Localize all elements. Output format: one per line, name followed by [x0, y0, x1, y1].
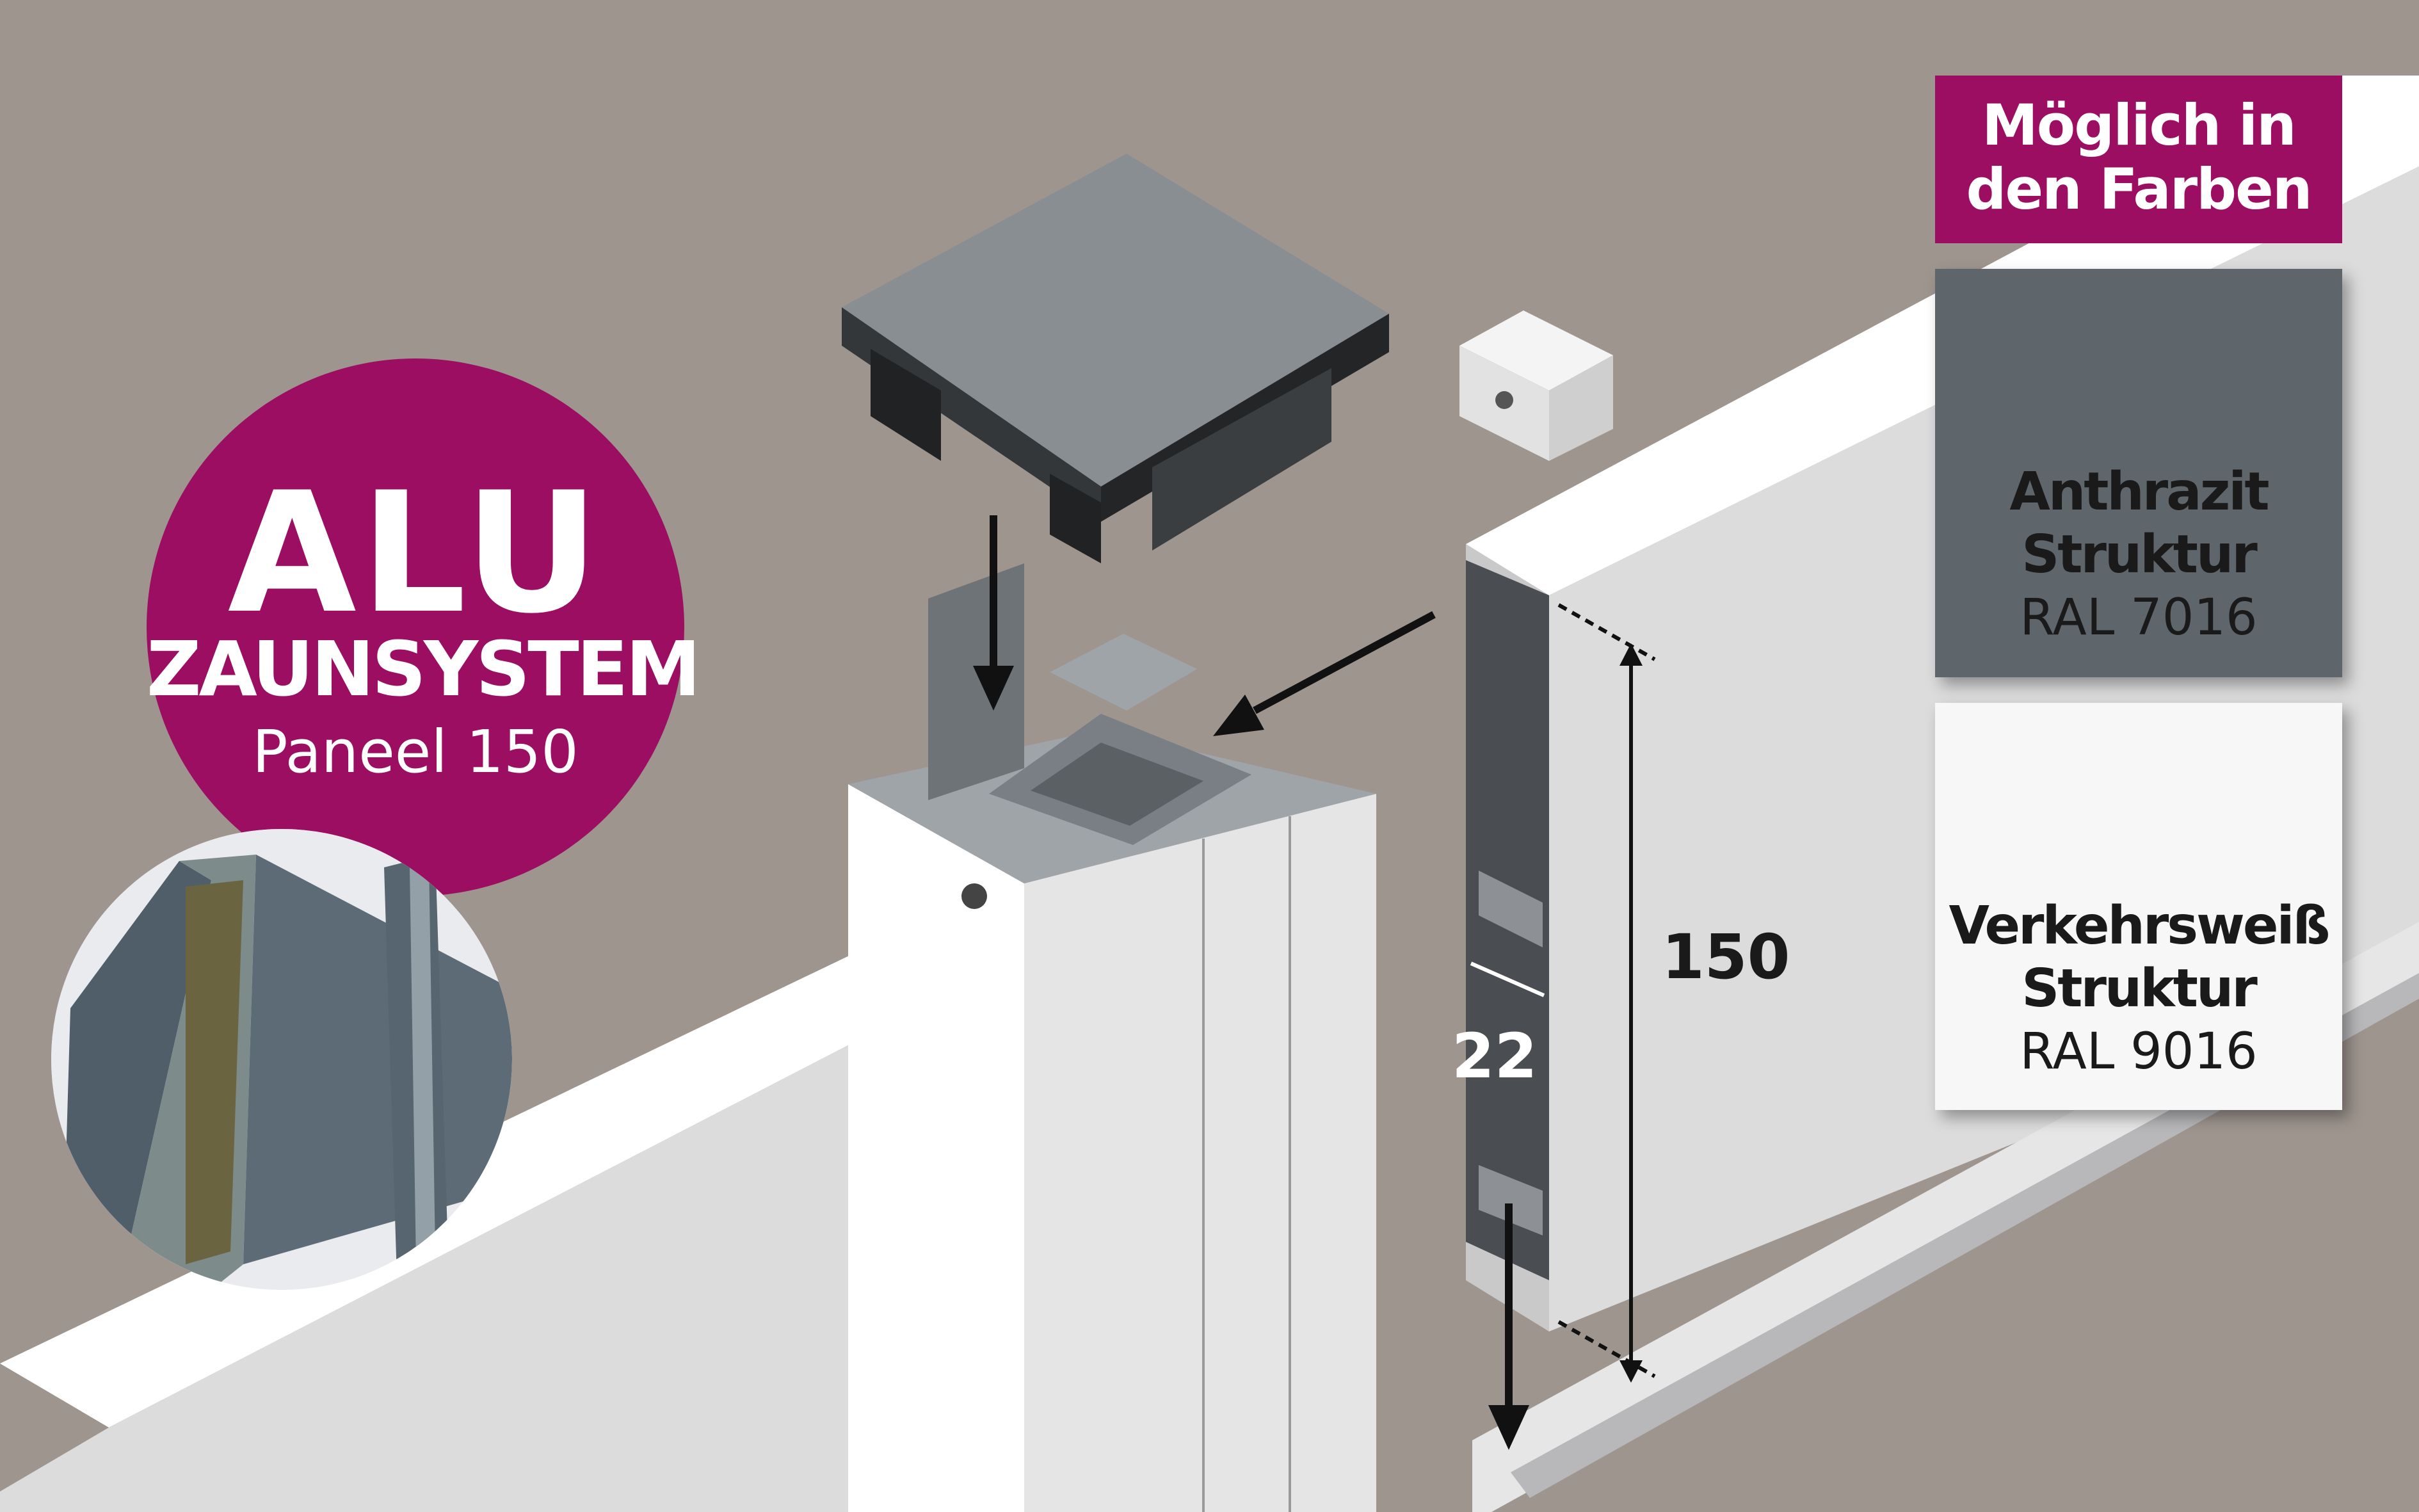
swatch-ral: RAL 9016 [2020, 1023, 2258, 1081]
swatch-ral: RAL 7016 [2020, 589, 2258, 647]
swatch-name: Verkehrsweiß [1949, 896, 2330, 956]
alu-zaunsystem-badge: ALU ZAUNSYSTEM Paneel 150 [147, 358, 701, 896]
dimension-depth-label: 22 [1452, 1020, 1538, 1092]
dimension-height-label: 150 [1662, 921, 1790, 993]
assembly-arrows [973, 515, 1529, 1450]
swatch-name: Anthrazit [2009, 462, 2269, 522]
colors-header: Möglich in den Farben [1935, 76, 2342, 243]
left-panel-face [0, 941, 1050, 1512]
colors-header-text: Möglich in den Farben [1966, 92, 2312, 222]
post-cap-left [842, 307, 1101, 522]
swatch-finish: Struktur [2021, 958, 2258, 1019]
connector-tube [928, 563, 1024, 800]
post-front-face [1024, 794, 1376, 1512]
badge-subtitle: ZAUNSYSTEM [147, 625, 701, 713]
profile-photo-image [51, 829, 512, 1290]
post-left-face [848, 784, 1024, 1512]
panel-clip [1459, 310, 1613, 390]
left-panel-top [0, 896, 1050, 1428]
color-swatch-anthrazit[interactable]: Anthrazit Struktur RAL 7016 [1935, 269, 2342, 677]
color-swatch-verkehrsweiss[interactable]: Verkehrsweiß Struktur RAL 9016 [1935, 703, 2342, 1110]
swatch-finish: Struktur [2021, 524, 2258, 585]
badge-title: ALU [227, 457, 604, 650]
post-cap-top [842, 154, 1389, 487]
profile-photo [51, 829, 512, 1290]
dimension-lines [1557, 603, 1656, 1383]
badge-model: Paneel 150 [252, 718, 579, 786]
